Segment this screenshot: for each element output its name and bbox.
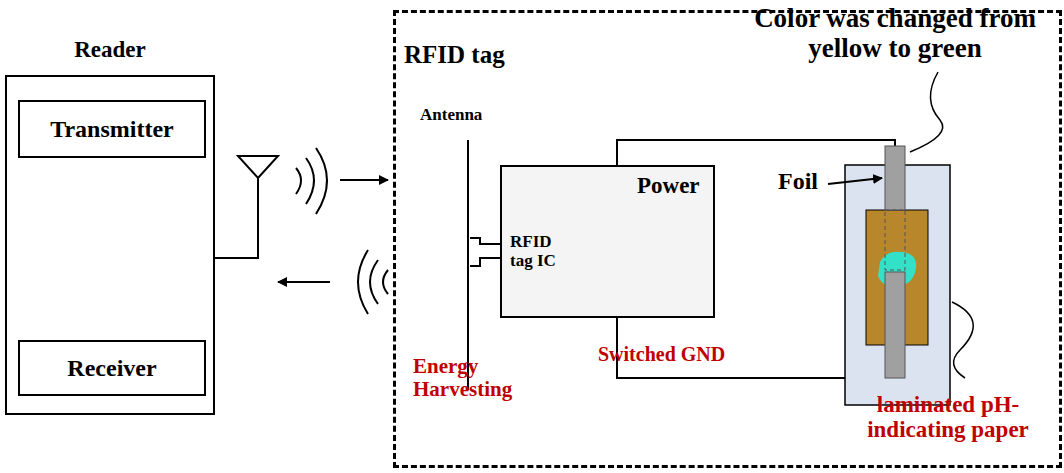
- tag-antenna: [467, 140, 469, 390]
- foil-leader: [828, 178, 882, 184]
- label: Energy Harvesting: [413, 355, 523, 401]
- paper-leader: [952, 302, 973, 378]
- incoming-waves: [358, 250, 388, 314]
- foil-bottom: [885, 272, 905, 378]
- reader-box: TransmitterReceiverReader: [5, 75, 215, 415]
- label: Antenna: [420, 106, 482, 125]
- transmitter-box: Transmitter: [18, 100, 206, 158]
- receiver-box: Receiver: [18, 340, 206, 396]
- node-text: Transmitter: [50, 116, 174, 142]
- node-text: Reader: [74, 37, 146, 62]
- label: Switched GND: [598, 343, 725, 365]
- label: Color was changed from yellow to green: [740, 4, 1050, 63]
- tag-ic-box: PowerRFID tag IC: [500, 165, 715, 318]
- outgoing-waves: [296, 148, 327, 214]
- color-leader: [910, 72, 943, 152]
- node-text: RFID tag: [404, 41, 505, 69]
- foil-top-hidden: [885, 210, 905, 270]
- label: Foil: [778, 168, 818, 194]
- reader-antenna: [238, 156, 278, 178]
- node-text: RFID tag IC: [510, 233, 568, 270]
- node-text: Power: [637, 173, 700, 198]
- label: laminated pH-indicating paper: [838, 392, 1058, 443]
- tx-arrow: [340, 179, 388, 181]
- rx-arrow: [278, 281, 330, 283]
- node-text: Receiver: [67, 355, 156, 381]
- foil-top: [885, 146, 905, 210]
